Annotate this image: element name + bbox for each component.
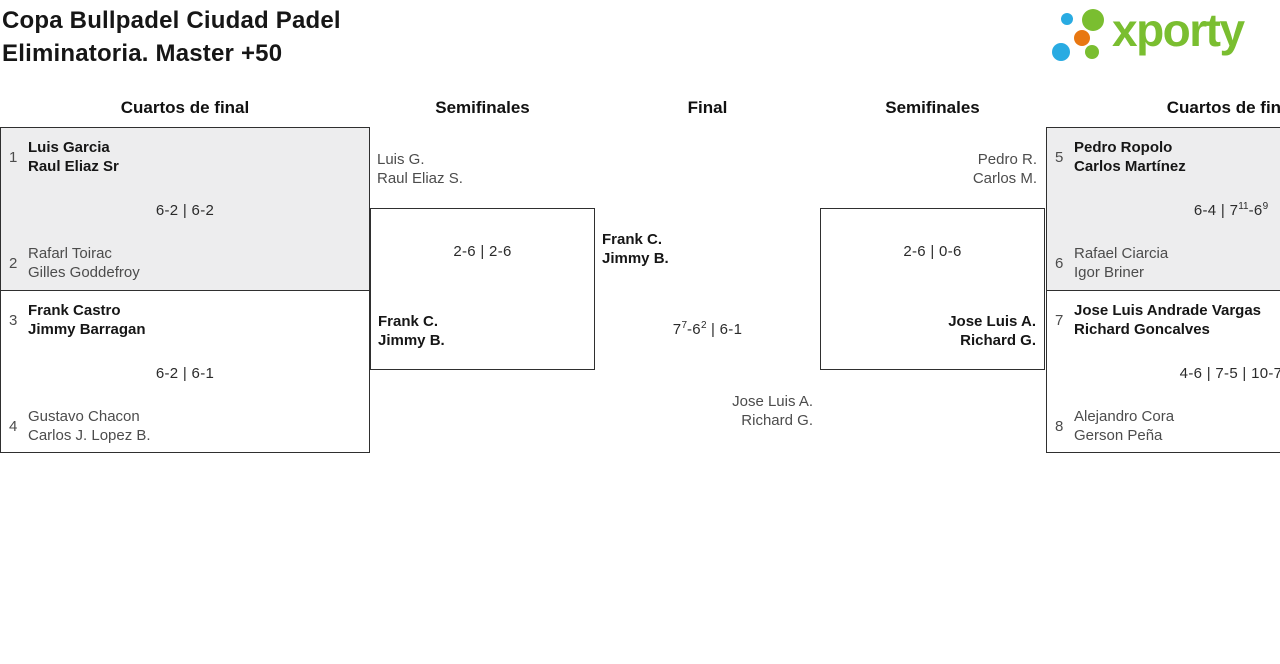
match-semifinal-left[interactable]: 2-6 | 2-6 Frank C. Jimmy B. <box>370 208 595 370</box>
team-name-line: Richard G. <box>741 412 813 429</box>
team-name-line: Rafarl Toirac <box>28 245 112 262</box>
team-names-winner: Luis Garcia Raul Eliaz Sr <box>28 138 119 176</box>
round-header-semifinals-right: Semifinales <box>885 98 980 117</box>
team-names-winner: Jose Luis A. Richard G. <box>948 312 1036 350</box>
team-names-loser: Gustavo Chacon Carlos J. Lopez B. <box>28 407 151 445</box>
team-name-line: Rafael Ciarcia <box>1074 245 1169 262</box>
team-name-line: Raul Eliaz S. <box>377 170 463 187</box>
team-name-line: Jose Luis Andrade Vargas <box>1074 302 1262 319</box>
match-quarterfinal-4[interactable]: 7 Jose Luis Andrade Vargas Richard Gonca… <box>1046 290 1280 453</box>
team-name-line: Pedro Ropolo <box>1074 139 1173 156</box>
team-names-winner: Frank C. Jimmy B. <box>602 230 669 268</box>
logo-wordmark: xporty <box>1112 4 1245 56</box>
match-semifinal-right[interactable]: 2-6 | 0-6 Jose Luis A. Richard G. <box>820 208 1045 370</box>
team-name-line: Frank C. <box>378 313 439 330</box>
team-name-line: Jose Luis A. <box>732 393 813 410</box>
team-name-line: Richard G. <box>960 332 1036 349</box>
logo-dot-green-small-icon <box>1085 45 1099 59</box>
team-names-loser: Rafarl Toirac Gilles Goddefroy <box>28 244 140 282</box>
seed-number: 1 <box>9 149 18 166</box>
team-name-line: Pedro R. <box>977 151 1037 168</box>
match-score: 2-6 | 0-6 <box>903 243 962 260</box>
team-names-winner: Jose Luis Andrade Vargas Richard Goncalv… <box>1074 301 1261 339</box>
team-names-winner: Pedro Ropolo Carlos Martínez <box>1074 138 1186 176</box>
team-names-loser: Alejandro Cora Gerson Peña <box>1074 407 1174 445</box>
team-name-line: Carlos Martínez <box>1074 158 1186 175</box>
team-names-loser: Jose Luis A. Richard G. <box>595 392 813 430</box>
match-final[interactable]: Frank C. Jimmy B. 77-62 | 6-1 Jose Luis … <box>595 208 820 458</box>
xporty-logo[interactable]: xporty <box>1046 2 1280 70</box>
page-title: Copa Bullpadel Ciudad Padel Eliminatoria… <box>2 4 341 70</box>
seed-number: 8 <box>1055 418 1064 435</box>
page-title-line2: Eliminatoria. Master +50 <box>2 40 283 67</box>
team-name-line: Jimmy Barragan <box>28 321 146 338</box>
match-score: 4-6 | 7-5 | 10-7 <box>1179 365 1280 382</box>
round-header-quarterfinals-left: Cuartos de final <box>120 98 250 117</box>
team-name-line: Richard Goncalves <box>1074 321 1210 338</box>
team-name-line: Carlos M. <box>972 170 1037 187</box>
logo-dot-blue-small-icon <box>1061 13 1073 25</box>
match-score: 77-62 | 6-1 <box>672 320 743 339</box>
team-name-line: Gerson Peña <box>1074 427 1163 444</box>
seed-number: 5 <box>1055 149 1064 166</box>
team-name-line: Frank C. <box>602 231 663 248</box>
team-name-line: Gustavo Chacon <box>28 408 140 425</box>
match-score: 6-4 | 711-69 <box>1193 201 1269 220</box>
logo-dot-blue-large-icon <box>1052 43 1070 61</box>
page-title-line1: Copa Bullpadel Ciudad Padel <box>2 7 341 34</box>
team-name-line: Carlos J. Lopez B. <box>28 427 151 444</box>
sf-right-team-top: Pedro R. Carlos M. <box>820 150 1037 188</box>
team-name-line: Igor Briner <box>1074 264 1145 281</box>
team-name-line: Jimmy B. <box>378 332 445 349</box>
logo-dot-green-large-icon <box>1082 9 1104 31</box>
team-name-line: Raul Eliaz Sr <box>28 158 119 175</box>
match-quarterfinal-2[interactable]: 3 Frank Castro Jimmy Barragan 6-2 | 6-1 … <box>0 290 370 453</box>
team-names-winner: Frank Castro Jimmy Barragan <box>28 301 146 339</box>
seed-number: 2 <box>9 255 18 272</box>
team-name-line: Luis G. <box>377 151 425 168</box>
sf-left-team-top: Luis G. Raul Eliaz S. <box>377 150 463 188</box>
team-name-line: Luis Garcia <box>28 139 110 156</box>
team-name-line: Jose Luis A. <box>948 313 1036 330</box>
seed-number: 4 <box>9 418 18 435</box>
team-name-line: Jimmy B. <box>602 250 669 267</box>
round-header-quarterfinals-right: Cuartos de final <box>1166 98 1280 117</box>
team-name-line: Alejandro Cora <box>1074 408 1175 425</box>
team-names-loser: Rafael Ciarcia Igor Briner <box>1074 244 1168 282</box>
team-name-line: Frank Castro <box>28 302 121 319</box>
team-name-line: Gilles Goddefroy <box>28 264 140 281</box>
round-header-semifinals-left: Semifinales <box>435 98 530 117</box>
match-score: 6-2 | 6-2 <box>155 202 215 219</box>
team-names-winner: Frank C. Jimmy B. <box>378 312 445 350</box>
seed-number: 7 <box>1055 312 1064 329</box>
match-score: 2-6 | 2-6 <box>453 243 512 260</box>
logo-dot-orange-icon <box>1074 30 1090 46</box>
match-quarterfinal-1[interactable]: 1 Luis Garcia Raul Eliaz Sr 6-2 | 6-2 2 … <box>0 127 370 291</box>
match-score: 6-2 | 6-1 <box>155 365 215 382</box>
round-header-final: Final <box>687 98 728 117</box>
seed-number: 6 <box>1055 255 1064 272</box>
match-quarterfinal-3[interactable]: 5 Pedro Ropolo Carlos Martínez 6-4 | 711… <box>1046 127 1280 291</box>
seed-number: 3 <box>9 312 18 329</box>
